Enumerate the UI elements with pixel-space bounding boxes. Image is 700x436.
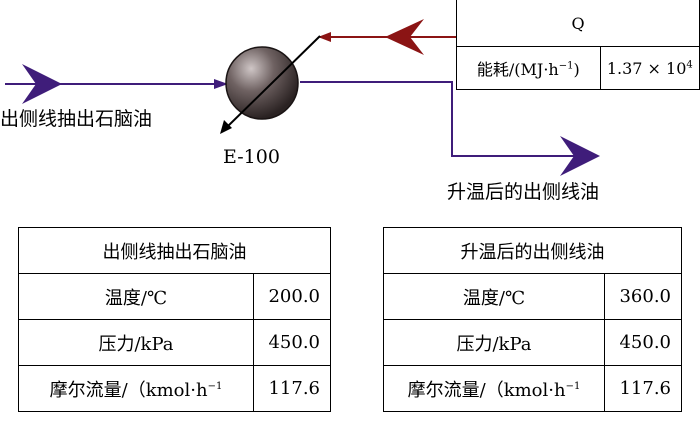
outlet-molar-flow-label: 摩尔流量/（kmol·h−1: [383, 365, 605, 412]
inlet-stream: [5, 64, 228, 104]
heater-label: E-100: [223, 146, 280, 168]
inlet-stream-label: 出侧线抽出石脑油: [0, 108, 153, 130]
energy-value: 1.37 × 104: [599, 46, 700, 90]
inlet-temperature-label: 温度/℃: [18, 273, 254, 320]
outlet-properties-table: 升温后的出侧线油 温度/℃ 360.0 压力/kPa 450.0 摩尔流量/（k…: [383, 227, 682, 412]
outlet-temperature-label: 温度/℃: [383, 273, 605, 320]
inlet-arrowhead: [22, 64, 62, 104]
inlet-pressure-value: 450.0: [253, 319, 331, 366]
outlet-temperature-value: 360.0: [604, 273, 682, 320]
outlet-table-title: 升温后的出侧线油: [383, 227, 682, 274]
energy-stream: [318, 19, 456, 55]
outlet-arrowhead: [560, 136, 600, 176]
inlet-molar-flow-value: 117.6: [253, 365, 331, 412]
outlet-pressure-value: 450.0: [604, 319, 682, 366]
inlet-molar-flow-label: 摩尔流量/（kmol·h−1: [18, 365, 254, 412]
heater-e100: [220, 35, 321, 134]
energy-box: Q 能耗/(MJ·h−1) 1.37 × 104: [456, 0, 700, 90]
outlet-molar-flow-value: 117.6: [604, 365, 682, 412]
outlet-pressure-label: 压力/kPa: [383, 319, 605, 366]
energy-box-header: Q: [456, 0, 700, 47]
energy-label: 能耗/(MJ·h−1): [456, 46, 601, 90]
inlet-table-title: 出侧线抽出石脑油: [18, 227, 331, 274]
inlet-properties-table: 出侧线抽出石脑油 温度/℃ 200.0 压力/kPa 450.0 摩尔流量/（k…: [18, 227, 331, 412]
outlet-stream: [300, 81, 600, 176]
outlet-stream-label: 升温后的出侧线油: [447, 181, 600, 203]
inlet-pressure-label: 压力/kPa: [18, 319, 254, 366]
inlet-temperature-value: 200.0: [253, 273, 331, 320]
energy-arrowhead: [385, 19, 424, 55]
